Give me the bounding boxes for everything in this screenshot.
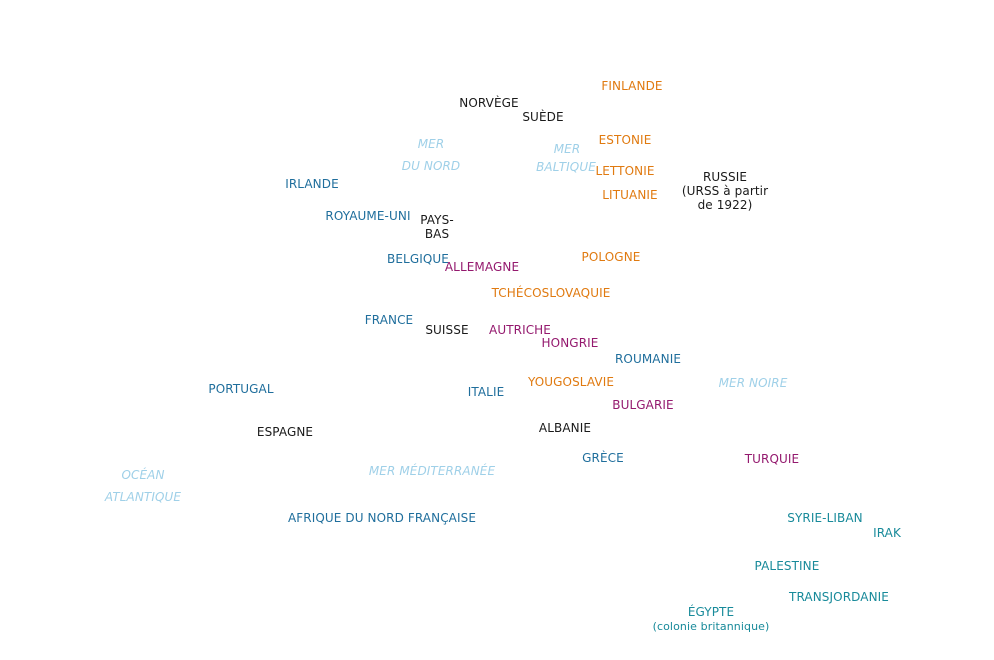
country-label-pologne: POLOGNE <box>581 250 641 264</box>
country-label-turquie: TURQUIE <box>744 452 800 466</box>
country-label-bulgarie: BULGARIE <box>612 398 674 412</box>
country-label-egypte-note: (colonie britannique) <box>652 620 770 633</box>
country-label-france: FRANCE <box>364 313 414 327</box>
country-label-espagne: ESPAGNE <box>256 425 314 439</box>
country-label-suede: SUÈDE <box>522 110 564 124</box>
country-label-italie: ITALIE <box>467 385 505 399</box>
country-label-afrique-du-nord-francaise: AFRIQUE DU NORD FRANÇAISE <box>287 511 477 525</box>
country-label-belgique: BELGIQUE <box>387 252 449 266</box>
country-label-roumanie: ROUMANIE <box>614 352 682 366</box>
country-label-russie-note-1: (URSS à partir <box>681 184 769 198</box>
country-label-autriche: AUTRICHE <box>489 323 551 337</box>
country-label-syrie-liban: SYRIE-LIBAN <box>787 511 863 525</box>
sea-label-mer-baltique-line1: MER <box>553 142 581 156</box>
country-label-albanie: ALBANIE <box>538 421 592 435</box>
country-label-suisse: SUISSE <box>425 323 469 337</box>
country-label-yougoslavie: YOUGOSLAVIE <box>527 375 615 389</box>
country-label-allemagne: ALLEMAGNE <box>444 260 520 274</box>
country-label-lituanie: LITUANIE <box>602 188 658 202</box>
country-label-russie: RUSSIE <box>702 170 748 184</box>
country-label-lettonie: LETTONIE <box>595 164 655 178</box>
country-label-grece: GRÈCE <box>582 451 624 465</box>
country-label-irlande: IRLANDE <box>285 177 339 191</box>
country-label-pays-bas-line1: PAYS- <box>420 213 454 227</box>
sea-label-ocean-atlantique-line2: ATLANTIQUE <box>104 490 182 504</box>
sea-label-mer-noire: MER NOIRE <box>718 376 788 390</box>
sea-label-ocean-atlantique-line1: OCÉAN <box>121 468 165 482</box>
country-label-estonie: ESTONIE <box>598 133 652 147</box>
country-label-egypte: ÉGYPTE <box>687 605 735 619</box>
country-label-transjordanie: TRANSJORDANIE <box>789 590 889 604</box>
country-label-palestine: PALESTINE <box>754 559 820 573</box>
sea-label-mer-du-nord-line2: DU NORD <box>401 159 461 173</box>
country-label-royaume-uni: ROYAUME-UNI <box>325 209 411 223</box>
sea-label-mer-baltique-line2: BALTIQUE <box>536 160 596 174</box>
sea-label-mer-du-nord-line1: MER <box>417 137 445 151</box>
country-label-finlande: FINLANDE <box>601 79 663 93</box>
country-label-portugal: PORTUGAL <box>208 382 274 396</box>
country-label-norvege: NORVÈGE <box>459 96 519 110</box>
country-label-hongrie: HONGRIE <box>541 336 599 350</box>
country-label-russie-note-2: de 1922) <box>697 198 753 212</box>
country-label-tchecoslovaquie: TCHÉCOSLOVAQUIE <box>491 286 611 300</box>
country-label-irak: IRAK <box>873 526 901 540</box>
sea-label-mer-mediterranee: MER MÉDITERRANÉE <box>368 464 496 478</box>
country-label-pays-bas-line2: BAS <box>424 227 450 241</box>
